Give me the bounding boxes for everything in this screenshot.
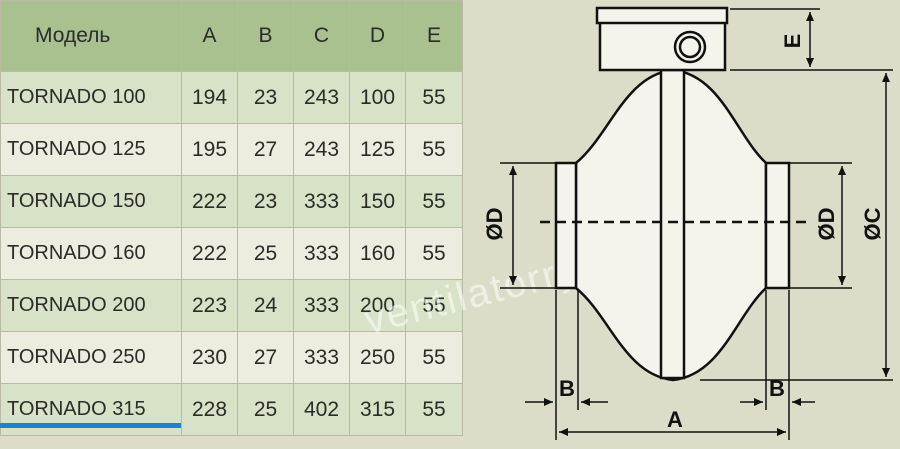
cell-a: 194	[181, 71, 238, 124]
cell-b: 27	[237, 331, 294, 384]
cell-model: TORNADO 160	[0, 227, 182, 280]
cell-d: 100	[349, 71, 406, 124]
cell-c: 243	[293, 123, 350, 176]
header-model: Модель	[0, 0, 182, 72]
fan-dimension-drawing: E ØD ØD ØC B B A	[482, 6, 893, 440]
cell-b: 23	[237, 175, 294, 228]
left-collar	[554, 161, 578, 290]
cell-b: 25	[237, 227, 294, 280]
cell-e: 55	[405, 227, 463, 280]
table-row: TORNADO 100 194 23 243 100 55	[0, 71, 463, 124]
cell-c: 333	[293, 175, 350, 228]
label-e: E	[780, 34, 805, 49]
header-b: B	[237, 0, 294, 72]
cell-e: 55	[405, 383, 463, 436]
cell-a: 195	[181, 123, 238, 176]
cell-model: TORNADO 250	[0, 331, 182, 384]
cell-d: 160	[349, 227, 406, 280]
cell-c: 243	[293, 71, 350, 124]
cell-c: 333	[293, 331, 350, 384]
cell-e: 55	[405, 279, 463, 332]
terminal-box-lid	[595, 6, 729, 25]
table-header-row: Модель A B C D E	[0, 0, 463, 72]
dimensions-table: Модель A B C D E TORNADO 100 194 23 243 …	[0, 0, 463, 436]
cell-b: 27	[237, 123, 294, 176]
cell-e: 55	[405, 331, 463, 384]
cell-model: TORNADO 200	[0, 279, 182, 332]
dimensions-table-wrap: Модель A B C D E TORNADO 100 194 23 243 …	[0, 0, 463, 436]
label-b-right: B	[769, 376, 785, 401]
cell-model: TORNADO 125	[0, 123, 182, 176]
cell-d: 200	[349, 279, 406, 332]
label-a: A	[667, 407, 683, 432]
cell-e: 55	[405, 123, 463, 176]
cell-c: 333	[293, 227, 350, 280]
label-d-left: ØD	[482, 208, 507, 241]
header-a: A	[181, 0, 238, 72]
cell-b: 24	[237, 279, 294, 332]
header-d: D	[349, 0, 406, 72]
cell-b: 25	[237, 383, 294, 436]
label-c: ØC	[860, 207, 885, 240]
table-row: TORNADO 160 222 25 333 160 55	[0, 227, 463, 280]
accent-bar	[0, 423, 181, 428]
table-row: TORNADO 200 223 24 333 200 55	[0, 279, 463, 332]
cell-d: 150	[349, 175, 406, 228]
label-b-left: B	[559, 376, 575, 401]
cell-a: 228	[181, 383, 238, 436]
cell-d: 315	[349, 383, 406, 436]
cell-c: 333	[293, 279, 350, 332]
label-d-right: ØD	[814, 208, 839, 241]
header-e: E	[405, 0, 463, 72]
cell-a: 223	[181, 279, 238, 332]
cell-d: 250	[349, 331, 406, 384]
cell-a: 222	[181, 227, 238, 280]
cell-model: TORNADO 150	[0, 175, 182, 228]
header-c: C	[293, 0, 350, 72]
cell-model: TORNADO 100	[0, 71, 182, 124]
cell-c: 402	[293, 383, 350, 436]
right-collar	[764, 161, 791, 290]
table-row: TORNADO 125 195 27 243 125 55	[0, 123, 463, 176]
table-row: TORNADO 250 230 27 333 250 55	[0, 331, 463, 384]
shaft	[659, 68, 686, 380]
cell-e: 55	[405, 71, 463, 124]
table-row: TORNADO 150 222 23 333 150 55	[0, 175, 463, 228]
cell-d: 125	[349, 123, 406, 176]
cell-a: 222	[181, 175, 238, 228]
cell-e: 55	[405, 175, 463, 228]
cell-b: 23	[237, 71, 294, 124]
cell-a: 230	[181, 331, 238, 384]
terminal-box	[598, 20, 727, 72]
